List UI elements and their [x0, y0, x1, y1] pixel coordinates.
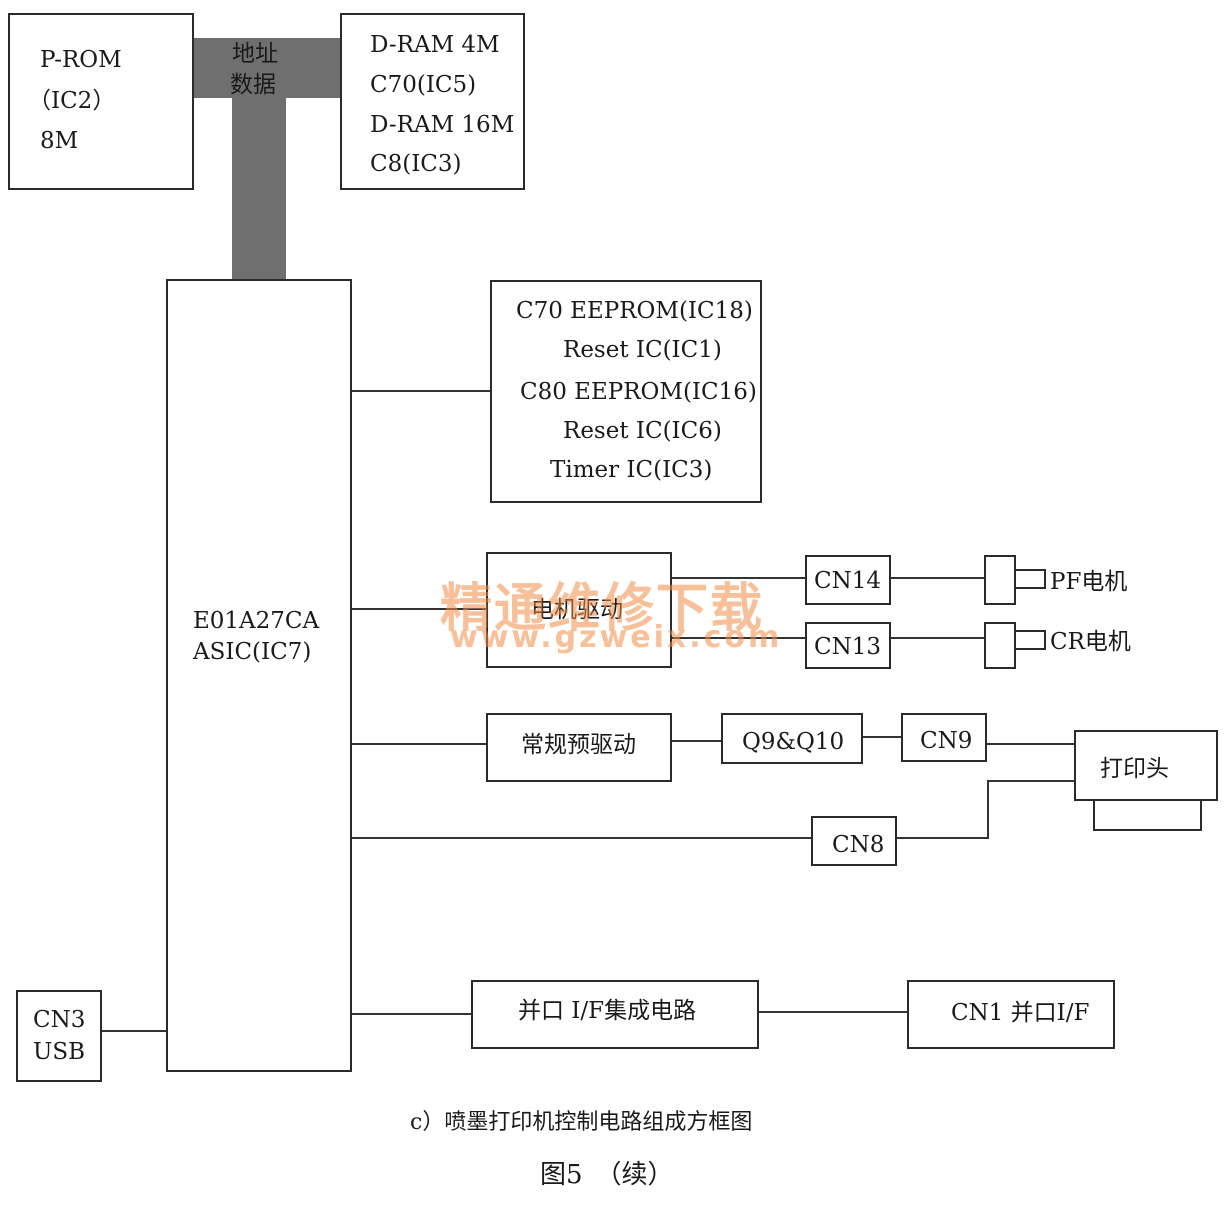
usb-label: USB [33, 1039, 86, 1065]
prom-label: P-ROM [40, 47, 122, 73]
printhead-block [1074, 730, 1218, 801]
subcaption: c）喷墨打印机控制电路组成方框图 [410, 1110, 753, 1135]
cn9-label: CN9 [920, 728, 973, 754]
cn3-usb-block [16, 990, 102, 1082]
pf-motor-label: PF电机 [1050, 569, 1128, 595]
cn9-block [901, 713, 987, 762]
motor-driver-label: 电机驱动 [531, 597, 623, 623]
cn14-block [805, 555, 891, 605]
motor-driver-block [486, 552, 672, 668]
cn13-block [805, 622, 891, 669]
pf-motor-shaft [1014, 569, 1046, 589]
figure-caption: 图5 （续） [540, 1160, 674, 1190]
cn3-label: CN3 [33, 1007, 86, 1033]
eeprom-line-2: Reset IC(IC1) [563, 337, 722, 363]
asic-block [166, 279, 352, 1072]
parallel-ic-block [471, 980, 759, 1049]
cr-motor-shaft [1014, 630, 1046, 650]
printhead-label: 打印头 [1100, 756, 1169, 782]
prom-size: 8M [40, 128, 79, 154]
prom-block [8, 13, 194, 190]
pf-motor-body [984, 555, 1016, 605]
dram-block [340, 13, 525, 190]
q9q10-label: Q9&Q10 [742, 729, 845, 755]
q9q10-block [721, 713, 863, 764]
eeprom-line-3: C80 EEPROM(IC16) [520, 379, 757, 405]
cn8-label: CN8 [832, 832, 885, 858]
asic-part: E01A27CA [193, 608, 320, 634]
parallel-ic-label: 并口 I/F集成电路 [518, 998, 697, 1024]
predriver-block [486, 713, 672, 782]
cr-motor-label: CR电机 [1050, 629, 1131, 655]
asic-ic: ASIC(IC7) [193, 639, 312, 665]
dram-line-1: D-RAM 4M [370, 32, 500, 58]
eeprom-block [490, 280, 762, 503]
dram-line-3: D-RAM 16M [370, 112, 515, 138]
bus-label-data: 数据 [230, 72, 276, 98]
cn8-block [811, 816, 897, 866]
printhead-base [1093, 798, 1202, 831]
eeprom-line-4: Reset IC(IC6) [563, 418, 722, 444]
predriver-label: 常规预驱动 [521, 732, 636, 758]
cr-motor-body [984, 622, 1016, 669]
eeprom-line-1: C70 EEPROM(IC18) [516, 298, 753, 324]
bus-vertical [232, 60, 286, 282]
cn13-label: CN13 [814, 634, 881, 660]
watermark-text: 精通维修下载 [440, 579, 765, 639]
dram-line-4: C8(IC3) [370, 151, 462, 177]
prom-ic: （IC2） [28, 88, 116, 114]
bus-label-address: 地址 [232, 41, 278, 67]
dram-line-2: C70(IC5) [370, 72, 477, 98]
cn1-label: CN1 并口I/F [951, 1000, 1090, 1026]
watermark-url: www.gzweix.com [450, 620, 783, 655]
cn1-block [907, 980, 1115, 1049]
eeprom-line-5: Timer IC(IC3) [550, 457, 713, 483]
cn14-label: CN14 [814, 568, 881, 594]
